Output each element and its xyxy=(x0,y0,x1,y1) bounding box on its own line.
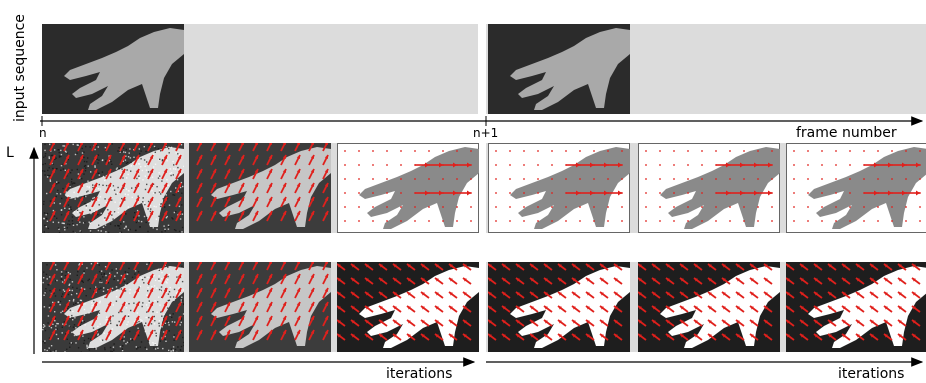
row1-panel-1 xyxy=(42,143,184,233)
frame-number-label: frame number xyxy=(796,126,897,140)
row2-panel-4 xyxy=(488,262,630,352)
row1-panel-2 xyxy=(189,143,331,233)
row2-panel-5 xyxy=(638,262,780,352)
row2-panel-2 xyxy=(189,262,331,352)
iterations-right-label: iterations xyxy=(838,367,904,381)
row1-panel-3 xyxy=(337,143,479,233)
frame-n1-label: n+1 xyxy=(473,127,498,139)
row1-panel-4 xyxy=(488,143,630,233)
iterations-left-label: iterations xyxy=(386,367,452,381)
row2-panel-6 xyxy=(786,262,926,352)
input-frame-1 xyxy=(42,24,184,114)
row1-panel-5 xyxy=(638,143,780,233)
row2-panel-1 xyxy=(42,262,184,352)
input-sequence-label: input sequence xyxy=(12,14,28,122)
row1-panel-6 xyxy=(786,143,926,233)
input-frame-2 xyxy=(488,24,630,114)
frame-n-label: n xyxy=(39,127,47,139)
row2-panel-3 xyxy=(337,262,479,352)
L-label: L xyxy=(6,146,14,160)
